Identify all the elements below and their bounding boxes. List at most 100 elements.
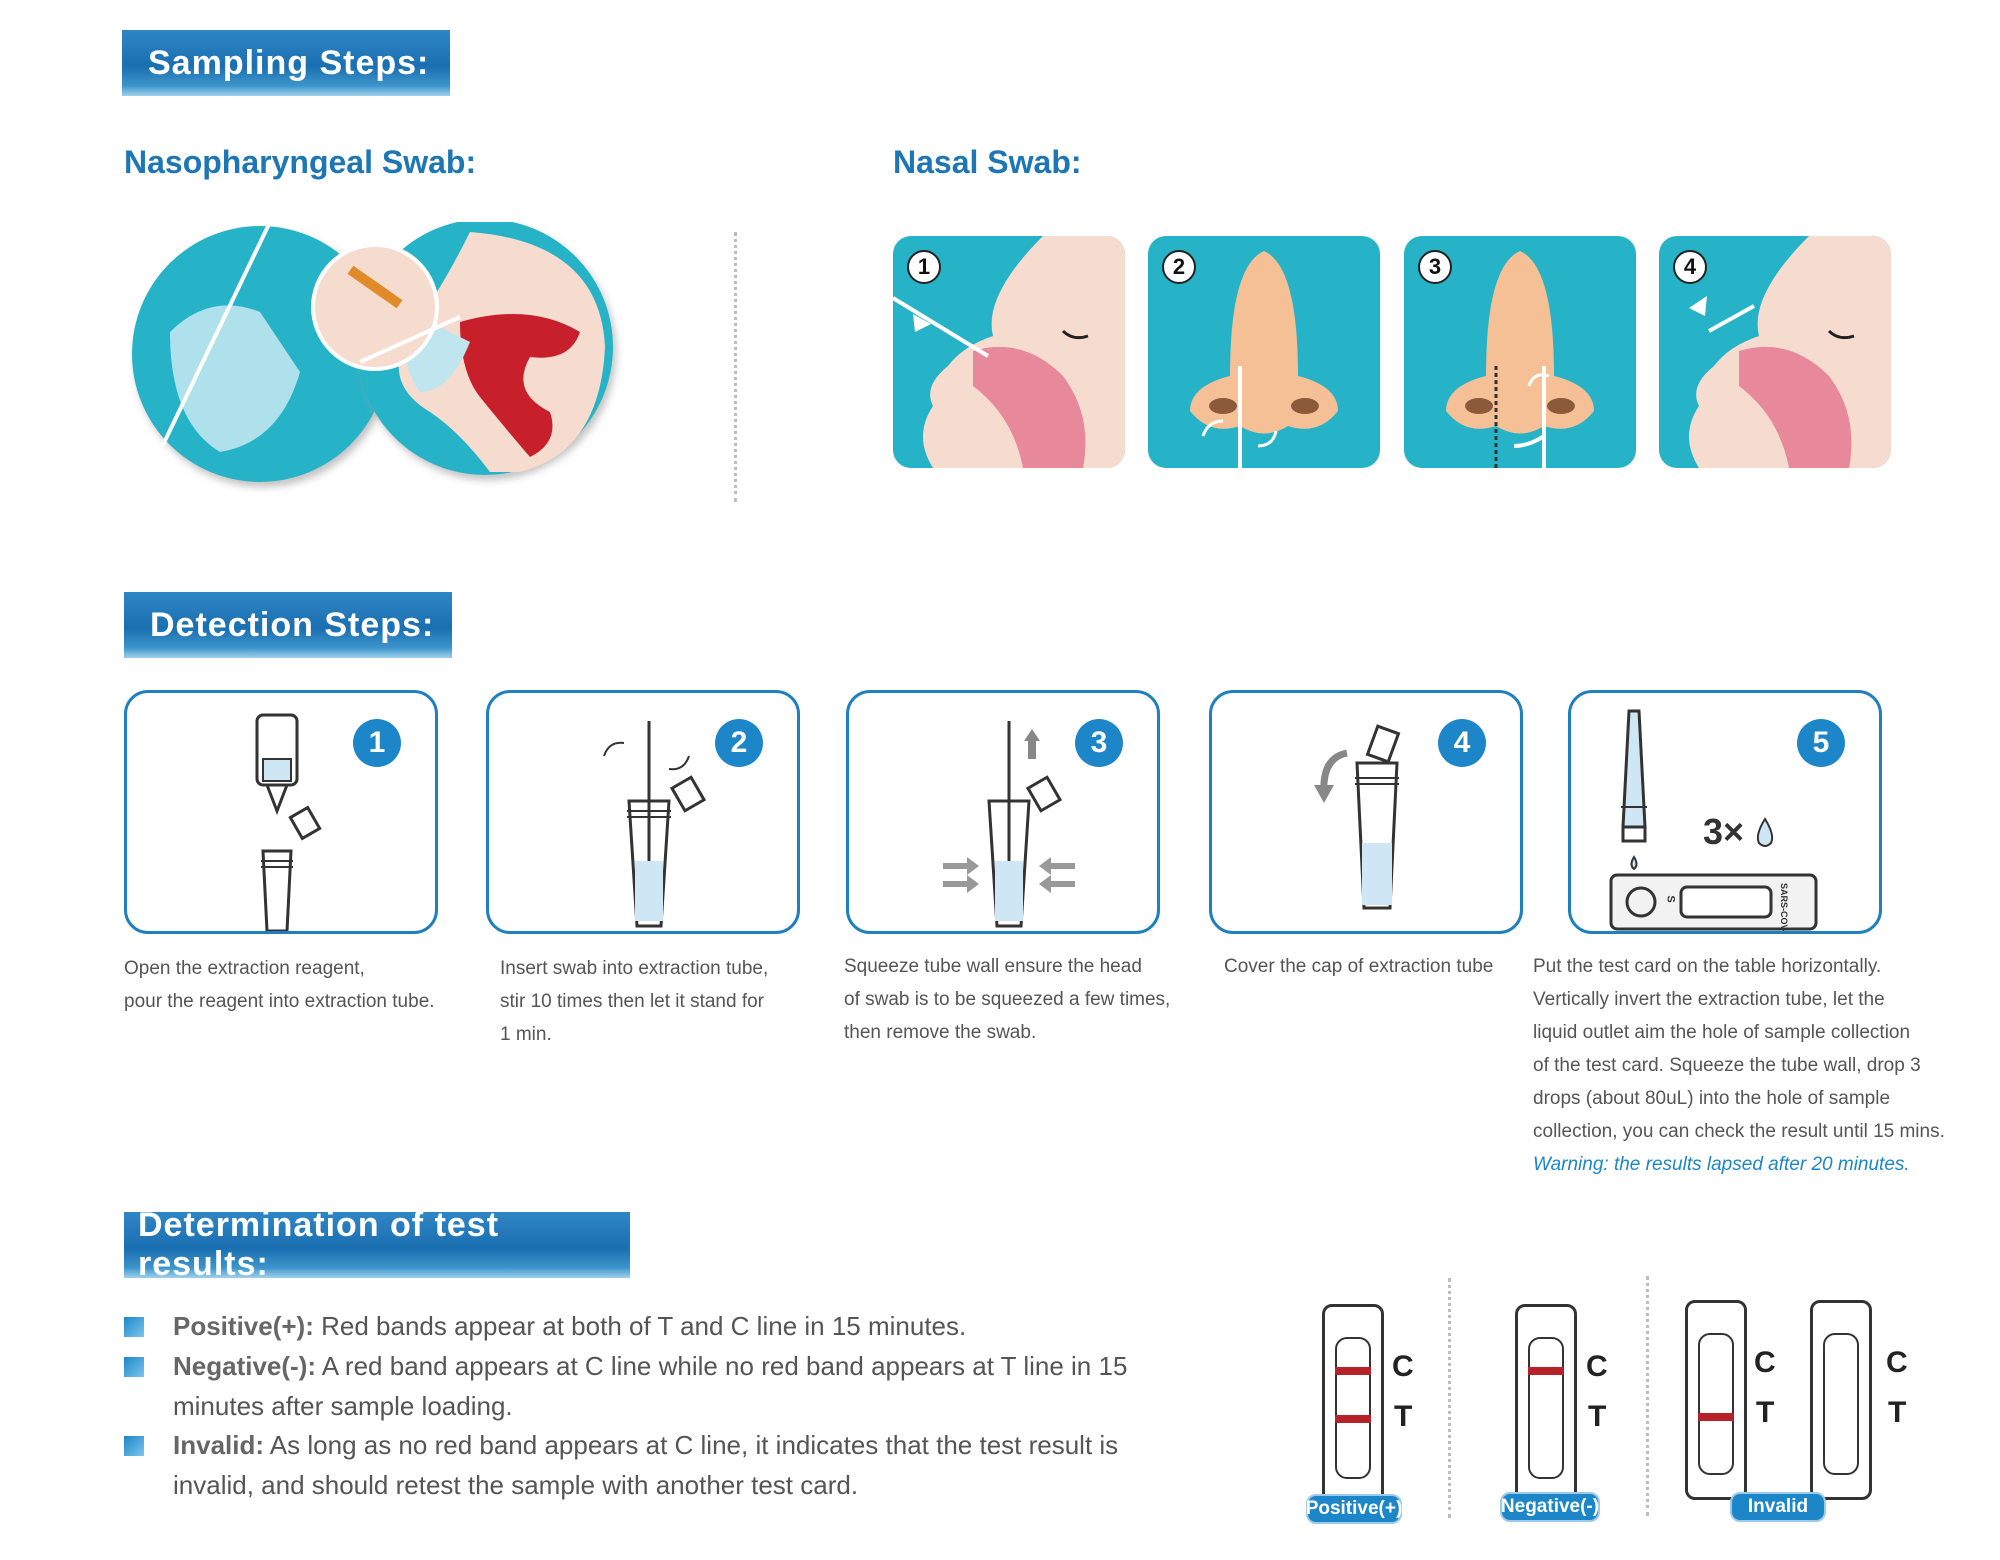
t-label: T (1888, 1396, 1907, 1429)
t-band (1335, 1415, 1371, 1423)
drop-sample-illustration (1609, 709, 1818, 931)
result-negative: Negative(-): A red band appears at C lin… (173, 1346, 1223, 1426)
desc-line: stir 10 times then let it stand for (500, 991, 765, 1012)
nasal-step-1-illustration (893, 236, 1125, 468)
detection-step-2-description: Insert swab into extraction tube, stir 1… (500, 952, 768, 1051)
desc-line: Squeeze tube wall ensure the head (844, 956, 1142, 977)
desc-line: then remove the swab. (844, 1022, 1037, 1043)
result-term: Positive(+): (173, 1311, 314, 1341)
desc-line: Vertically invert the extraction tube, l… (1533, 989, 1885, 1010)
t-label: T (1394, 1400, 1413, 1433)
invalid-label: Invalid (1730, 1492, 1826, 1522)
c-label: C (1586, 1350, 1608, 1383)
desc-line: drops (about 80uL) into the hole of samp… (1533, 1088, 1891, 1109)
detection-step-4-number: 4 (1438, 719, 1486, 767)
detection-step-2-card: 2 (486, 690, 800, 934)
swab-stick (148, 222, 272, 473)
desc-line: Open the extraction reagent, (124, 958, 365, 979)
result-positive: Positive(+): Red bands appear at both of… (173, 1306, 1223, 1346)
detection-step-2-number: 2 (715, 719, 763, 767)
invalid-test-card-t-only (1685, 1300, 1747, 1500)
bullet-square (124, 1436, 144, 1456)
nasal-step-3-number: 3 (1418, 250, 1452, 284)
detection-step-1-number: 1 (353, 719, 401, 767)
desc-line: pour the reagent into extraction tube. (124, 991, 435, 1012)
desc-line: liquid outlet aim the hole of sample col… (1533, 1022, 1911, 1043)
desc-line: of the test card. Squeeze the tube wall,… (1533, 1055, 1921, 1076)
results-title: Determination of test results: (138, 1206, 500, 1283)
bullet-square (124, 1317, 144, 1337)
c-label: C (1886, 1346, 1908, 1379)
nasal-step-3-illustration (1446, 251, 1594, 468)
card-window (1823, 1333, 1859, 1475)
cover-cap-illustration (1314, 724, 1401, 910)
positive-label: Positive(+) (1306, 1494, 1402, 1524)
detection-steps-title: Detection Steps: (150, 605, 435, 644)
result-text: As long as no red band appears at C line… (264, 1430, 1119, 1460)
detection-step-4-description: Cover the cap of extraction tube (1224, 950, 1493, 983)
desc-line: Insert swab into extraction tube, (500, 958, 769, 979)
nasal-step-4-number: 4 (1673, 250, 1707, 284)
nasal-step-2-panel: 2 (1148, 236, 1380, 468)
detection-step-5-description: Put the test card on the table horizonta… (1533, 950, 1945, 1181)
card-window (1698, 1333, 1734, 1475)
cards-divider (1448, 1278, 1451, 1518)
desc-line: 1 min. (500, 1024, 552, 1045)
detection-step-1-card: 1 (124, 690, 438, 934)
result-text: Red bands appear at both of T and C line… (313, 1311, 967, 1341)
swab-stick-inserted (359, 315, 461, 364)
result-text: invalid, and should retest the sample wi… (173, 1470, 859, 1500)
c-band (1335, 1367, 1371, 1375)
card-window (1335, 1337, 1371, 1479)
invalid-test-card-blank (1810, 1300, 1872, 1500)
c-label: C (1392, 1350, 1414, 1383)
negative-label: Negative(-) (1500, 1492, 1600, 1522)
nasal-step-1-number: 1 (907, 250, 941, 284)
result-text: minutes after sample loading. (173, 1391, 513, 1421)
result-term: Negative(-): (173, 1351, 317, 1381)
bullet-square (124, 1357, 144, 1377)
cards-divider (1646, 1276, 1649, 1516)
detection-step-1-description: Open the extraction reagent, pour the re… (124, 952, 435, 1018)
nasal-swab-title: Nasal Swab: (893, 144, 1082, 180)
squeeze-tube-illustration (943, 721, 1075, 928)
result-invalid: Invalid: As long as no red band appears … (173, 1425, 1223, 1505)
insert-swab-illustration (603, 721, 707, 928)
nasal-step-3-panel: 3 (1404, 236, 1636, 468)
nasal-cavity (460, 314, 580, 457)
nasopharyngeal-swab-illustration (132, 222, 613, 482)
detection-step-3-description: Squeeze tube wall ensure the head of swa… (844, 950, 1170, 1049)
zoom-circle (311, 243, 439, 371)
swab-tip (347, 265, 403, 309)
warning-text: Warning: the results lapsed after 20 min… (1533, 1154, 1910, 1175)
detection-step-5-number: 5 (1797, 719, 1845, 767)
nasal-step-4-illustration (1689, 236, 1891, 468)
c-label: C (1754, 1346, 1776, 1379)
positive-test-card (1322, 1304, 1384, 1504)
nasopharyngeal-swab-title: Nasopharyngeal Swab: (124, 144, 477, 180)
drop-icon (1756, 817, 1774, 847)
desc-line: collection, you can check the result unt… (1533, 1121, 1945, 1142)
t-label: T (1756, 1396, 1775, 1429)
result-term: Invalid: (173, 1430, 265, 1460)
results-banner: Determination of test results: (124, 1206, 630, 1283)
drops-label: 3× (1703, 811, 1745, 852)
t-band (1698, 1413, 1734, 1421)
desc-line: Put the test card on the table horizonta… (1533, 956, 1882, 977)
detection-steps-banner: Detection Steps: (124, 592, 452, 658)
detection-step-4-card: 4 (1209, 690, 1523, 934)
detection-step-5-card: 3× S SARS-COV-2 5 (1568, 690, 1882, 934)
sampling-steps-title: Sampling Steps: (148, 43, 430, 82)
reagent-pour-illustration (255, 713, 322, 931)
nasal-step-1-panel: 1 (893, 236, 1125, 468)
sampling-steps-banner: Sampling Steps: (122, 30, 450, 96)
detection-step-3-number: 3 (1075, 719, 1123, 767)
c-band (1528, 1367, 1564, 1375)
gloved-hand (170, 305, 300, 452)
section-divider (734, 232, 737, 502)
result-text: A red band appears at C line while no re… (316, 1351, 1128, 1381)
desc-line: Cover the cap of extraction tube (1224, 956, 1494, 977)
nasal-step-2-number: 2 (1162, 250, 1196, 284)
desc-line: of swab is to be squeezed a few times, (844, 989, 1171, 1010)
nasal-step-2-illustration (1190, 251, 1338, 468)
